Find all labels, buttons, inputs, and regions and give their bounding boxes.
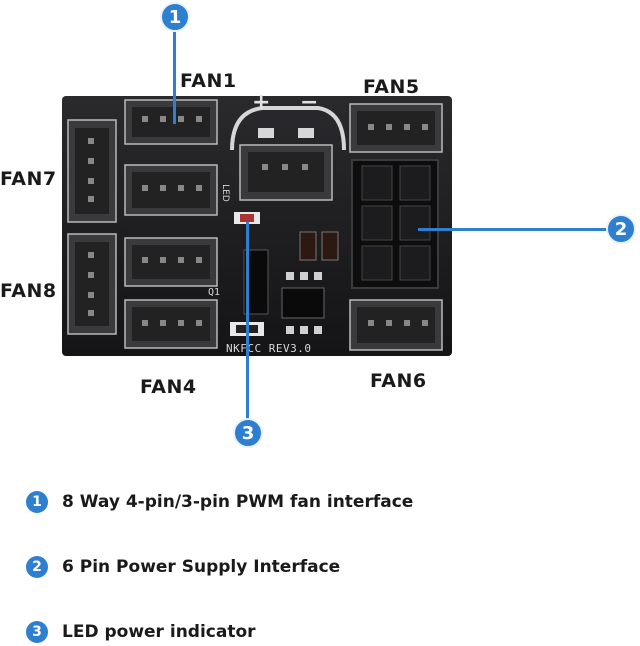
silk-minus: − [300, 90, 319, 115]
center-top-connector [230, 106, 346, 201]
callout-2-badge: 2 [606, 214, 636, 244]
fan8-label: FAN8 [0, 280, 57, 302]
fan6-label: FAN6 [370, 370, 427, 392]
legend-item-2: 2 6 Pin Power Supply Interface [26, 554, 340, 580]
fan8-connector [67, 233, 117, 335]
fan-connector-center-left [124, 237, 218, 287]
legend-text-2: 6 Pin Power Supply Interface [62, 557, 341, 577]
legend-text-3: LED power indicator [62, 622, 256, 642]
fan7-connector [67, 119, 117, 223]
callout-1-line-vertical [173, 32, 176, 124]
silk-q1-label: Q1 [208, 287, 221, 298]
legend-badge-3: 3 [26, 621, 48, 643]
silk-model-label: NKFCC REV3.0 [226, 342, 312, 355]
callout-3-line-vertical [246, 222, 249, 420]
fan5-label: FAN5 [363, 76, 420, 98]
legend-text-1: 8 Way 4-pin/3-pin PWM fan interface [62, 492, 414, 512]
six-pin-power-connector [351, 159, 439, 289]
fan1-connector [124, 99, 218, 145]
fan-connector-middle-left [124, 164, 218, 216]
callout-3-badge: 3 [233, 418, 263, 448]
fan4-connector [124, 299, 218, 349]
callout-2-line-horizontal [418, 228, 608, 231]
fan7-label: FAN7 [0, 168, 57, 190]
silk-plus: + [252, 90, 271, 115]
fan5-connector [349, 103, 443, 153]
legend-item-3: 3 LED power indicator [26, 619, 256, 645]
legend-badge-2: 2 [26, 556, 48, 578]
fan6-connector [349, 299, 443, 351]
legend-item-1: 1 8 Way 4-pin/3-pin PWM fan interface [26, 489, 413, 515]
legend-badge-1: 1 [26, 491, 48, 513]
fan1-label: FAN1 [180, 70, 237, 92]
callout-1-badge: 1 [160, 2, 190, 32]
fan4-label: FAN4 [140, 376, 197, 398]
silk-led-label: LED [219, 184, 230, 202]
